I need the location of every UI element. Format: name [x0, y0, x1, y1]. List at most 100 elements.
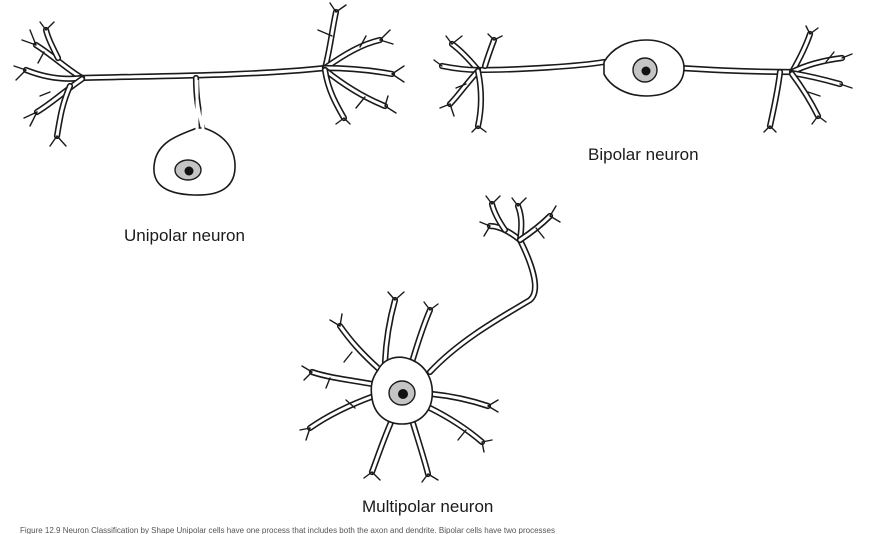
- uni-dendrite-core: [35, 77, 84, 114]
- multi-dendrite-twig: [325, 377, 331, 389]
- uni-dendrite-twig: [335, 4, 347, 13]
- bi-dendrite-core: [483, 38, 496, 68]
- uni-dendrite-twig: [13, 65, 27, 71]
- bi-dendrite-twig: [439, 103, 451, 109]
- multi-dendrite-twig: [363, 471, 373, 479]
- multi-dendrite-twig: [457, 429, 467, 441]
- multi-dendrite-core: [338, 324, 382, 372]
- multi-dendrite-twig: [429, 303, 439, 311]
- nucleolus: [184, 166, 194, 176]
- bi-dendrite-twig: [825, 51, 835, 63]
- soma-neck-cover: [195, 80, 205, 130]
- uni-dendrite-twig: [45, 21, 55, 31]
- uni-dendrite-twig: [329, 2, 337, 13]
- multi-dendrite-twig: [329, 319, 341, 327]
- bi-dendrite-core: [448, 69, 480, 106]
- nucleolus: [398, 389, 408, 399]
- multi-dendrite-twig: [345, 399, 356, 409]
- multipolar-axon-core: [428, 238, 537, 374]
- multi-dendrite-core: [308, 394, 376, 430]
- uni-dendrite-twig: [335, 117, 345, 125]
- axon-terminal-twig: [535, 227, 545, 239]
- uni-dendrite-twig: [29, 111, 38, 127]
- uni-dendrite-core: [323, 68, 346, 120]
- bi-dendrite-twig: [769, 125, 777, 133]
- nucleolus: [641, 66, 651, 76]
- uni-dendrite-twig: [39, 21, 47, 31]
- axon-terminal-twig: [491, 195, 501, 205]
- axon-terminal-core: [490, 202, 507, 232]
- uni-dendrite-core: [55, 84, 72, 138]
- multipolar-neuron-label: Multipolar neuron: [362, 497, 494, 516]
- uni-dendrite-twig: [317, 29, 333, 37]
- bi-dendrite-core: [440, 64, 480, 72]
- multi-dendrite-core: [383, 298, 397, 364]
- uni-dendrite-twig: [56, 135, 67, 147]
- uni-dendrite-twig: [384, 95, 389, 107]
- multi-dendrite-twig: [303, 371, 313, 381]
- multi-dendrite-twig: [481, 439, 493, 443]
- uni-dendrite-twig: [49, 135, 58, 147]
- unipolar-neuron-label: Unipolar neuron: [124, 226, 245, 245]
- axon-terminal-core: [518, 214, 552, 242]
- multipolar-neuron: [299, 195, 561, 483]
- bi-dendrite-twig: [449, 103, 455, 117]
- multi-dendrite-twig: [423, 301, 431, 311]
- multi-dendrite-twig: [299, 427, 311, 431]
- bi-dendrite-twig: [807, 91, 821, 97]
- bi-dendrite-twig: [433, 59, 443, 67]
- bi-dendrite-core: [790, 71, 842, 86]
- axon-terminal-twig: [485, 195, 493, 205]
- bipolar-dendrite-process-core: [476, 60, 606, 72]
- uni-dendrite-twig: [15, 69, 27, 81]
- uni-dendrite-twig: [379, 29, 391, 41]
- bi-dendrite-twig: [841, 53, 853, 59]
- axon-core: [78, 66, 327, 80]
- multi-dendrite-core: [430, 392, 490, 408]
- bipolar-neuron-label: Bipolar neuron: [588, 145, 699, 164]
- uni-dendrite-twig: [37, 51, 45, 64]
- multi-dendrite-core: [410, 418, 430, 476]
- bi-dendrite-twig: [839, 83, 853, 89]
- uni-dendrite-twig: [343, 117, 351, 125]
- uni-dendrite-twig: [359, 35, 367, 48]
- axon-terminal-twig: [549, 215, 561, 223]
- unipolar-neuron: [13, 2, 405, 196]
- multi-dendrite-core: [310, 370, 374, 386]
- multi-dendrite-core: [428, 406, 484, 444]
- bi-dendrite-twig: [477, 125, 487, 133]
- bi-dendrite-core: [790, 56, 844, 74]
- multi-dendrite-core: [410, 308, 432, 364]
- multi-dendrite-twig: [305, 427, 311, 441]
- uni-dendrite-twig: [23, 111, 38, 119]
- bi-dendrite-twig: [451, 35, 463, 45]
- bi-dendrite-twig: [809, 27, 819, 35]
- uni-dendrite-twig: [379, 39, 394, 45]
- multi-dendrite-twig: [481, 441, 485, 453]
- multi-dendrite-twig: [487, 405, 499, 413]
- bi-dendrite-twig: [811, 115, 819, 125]
- uni-dendrite-twig: [391, 65, 405, 75]
- multi-dendrite-twig: [343, 351, 353, 363]
- bi-dendrite-twig: [487, 33, 495, 41]
- bi-dendrite-twig: [455, 83, 467, 89]
- bi-dendrite-core: [768, 70, 782, 128]
- multi-dendrite-twig: [387, 291, 396, 301]
- multi-dendrite-twig: [301, 365, 313, 373]
- uni-dendrite-twig: [39, 91, 51, 97]
- bi-dendrite-twig: [763, 125, 771, 133]
- bi-dendrite-core: [790, 72, 820, 118]
- multi-dendrite-twig: [371, 471, 381, 481]
- uni-dendrite-core: [323, 68, 387, 108]
- bi-dendrite-twig: [471, 125, 479, 133]
- uni-dendrite-twig: [29, 29, 37, 46]
- bi-dendrite-core: [476, 69, 483, 128]
- bi-dendrite-twig: [445, 35, 453, 45]
- multi-dendrite-twig: [394, 291, 405, 301]
- uni-dendrite-twig: [391, 73, 405, 83]
- multi-dendrite-twig: [339, 313, 343, 327]
- axon-terminal-twig: [511, 197, 519, 207]
- uni-dendrite-twig: [384, 105, 397, 114]
- axon-terminal-twig: [479, 221, 491, 227]
